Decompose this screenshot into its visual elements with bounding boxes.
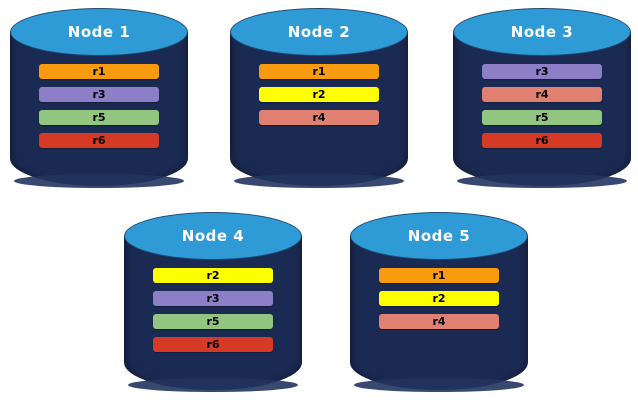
database-node[interactable]: Node 2 r1 r2 r4 <box>230 8 408 188</box>
database-node[interactable]: Node 5 r1 r2 r4 <box>350 212 528 392</box>
record-bar[interactable]: r4 <box>379 314 499 329</box>
cylinder-body <box>124 236 302 392</box>
database-node[interactable]: Node 1 r1 r3 r5 r6 <box>10 8 188 188</box>
cylinder-bottom-edge <box>233 174 405 188</box>
record-bar[interactable]: r2 <box>379 291 499 306</box>
node-title: Node 5 <box>407 227 471 245</box>
cylinder-top-ellipse <box>350 212 528 260</box>
cylinder-body <box>350 236 528 392</box>
record-bar[interactable]: r1 <box>259 64 379 79</box>
cylinder-body <box>10 32 188 188</box>
record-bar[interactable]: r5 <box>153 314 273 329</box>
cylinder-top-ellipse <box>230 8 408 56</box>
record-bar[interactable]: r2 <box>153 268 273 283</box>
database-node[interactable]: Node 4 r2 r3 r5 r6 <box>124 212 302 392</box>
node-title: Node 4 <box>181 227 245 245</box>
cylinder-body <box>230 32 408 188</box>
record-bar[interactable]: r6 <box>153 337 273 352</box>
cylinder-top-ellipse <box>453 8 631 56</box>
record-bar[interactable]: r4 <box>259 110 379 125</box>
record-bar[interactable]: r3 <box>482 64 602 79</box>
record-list: r1 r2 r4 <box>230 64 408 133</box>
cylinder-bottom-edge <box>353 378 525 392</box>
record-bar[interactable]: r3 <box>153 291 273 306</box>
record-bar[interactable]: r6 <box>39 133 159 148</box>
cylinder-top-ellipse <box>10 8 188 56</box>
record-list: r2 r3 r5 r6 <box>124 268 302 360</box>
record-list: r1 r3 r5 r6 <box>10 64 188 156</box>
record-bar[interactable]: r5 <box>482 110 602 125</box>
record-bar[interactable]: r6 <box>482 133 602 148</box>
record-bar[interactable]: r2 <box>259 87 379 102</box>
record-bar[interactable]: r4 <box>482 87 602 102</box>
record-list: r3 r4 r5 r6 <box>453 64 631 156</box>
record-bar[interactable]: r1 <box>39 64 159 79</box>
record-bar[interactable]: r1 <box>379 268 499 283</box>
node-title: Node 2 <box>287 23 351 41</box>
record-list: r1 r2 r4 <box>350 268 528 337</box>
node-title: Node 3 <box>510 23 574 41</box>
database-node[interactable]: Node 3 r3 r4 r5 r6 <box>453 8 631 188</box>
cylinder-bottom-edge <box>13 174 185 188</box>
cylinder-body <box>453 32 631 188</box>
cylinder-bottom-edge <box>127 378 299 392</box>
node-title: Node 1 <box>67 23 131 41</box>
cylinder-bottom-edge <box>456 174 628 188</box>
cylinder-top-ellipse <box>124 212 302 260</box>
record-bar[interactable]: r3 <box>39 87 159 102</box>
record-bar[interactable]: r5 <box>39 110 159 125</box>
